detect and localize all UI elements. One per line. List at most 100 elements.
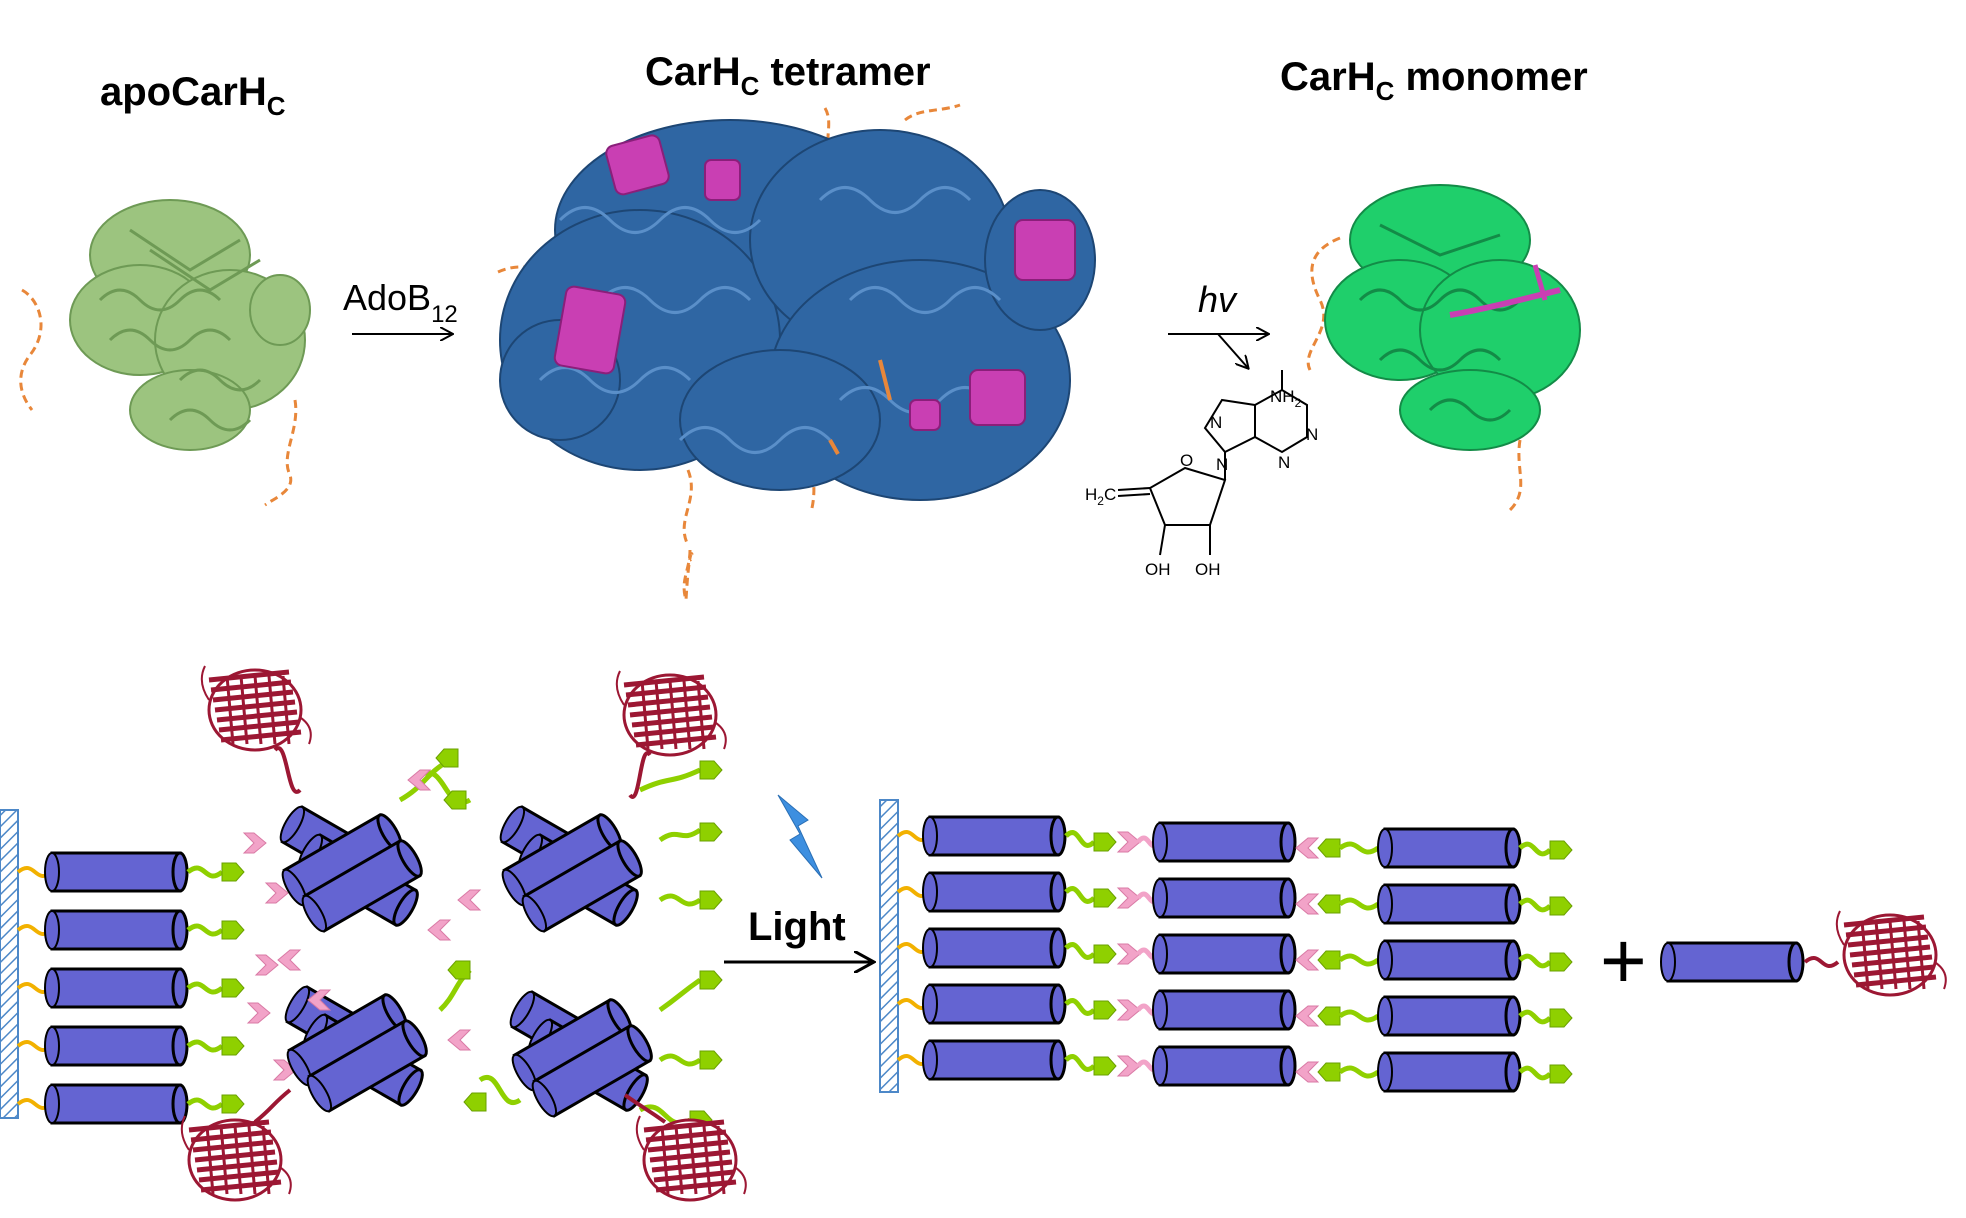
green-tag (1549, 1008, 1573, 1028)
released-middle-cylinder (1152, 877, 1297, 919)
released-outer-cylinder (1377, 883, 1522, 925)
free-gfp (1835, 910, 1947, 997)
right-surface (879, 799, 899, 1093)
gfp-top-left (200, 665, 312, 752)
released-middle-cylinder (1152, 821, 1297, 863)
pink-tag (272, 1059, 297, 1081)
cluster-cylinder (521, 839, 643, 933)
green-linker (658, 1053, 702, 1067)
green-tag (443, 790, 467, 810)
gfp-linker (273, 746, 302, 794)
surface-bound-cylinder (922, 1039, 1067, 1081)
green-tag (1317, 894, 1341, 914)
gfp-linker (628, 751, 652, 799)
green-tag (435, 748, 459, 768)
green-linker (186, 923, 224, 937)
surface-bound-cylinder (922, 871, 1067, 913)
tetramer-cluster-2 (499, 805, 643, 933)
gfp-bottom-left (180, 1115, 292, 1202)
green-linker (658, 893, 702, 907)
green-linker (1064, 942, 1096, 960)
released-adenosine-structure (1117, 370, 1308, 556)
surface-bound-cylinder (44, 1025, 189, 1067)
green-tag (1549, 952, 1573, 972)
gfp-linker (1803, 956, 1840, 968)
green-linker (186, 1097, 224, 1111)
free-monomer-cylinder (1660, 941, 1805, 983)
green-tag (1549, 840, 1573, 860)
pink-tag (1295, 837, 1320, 859)
pink-tag (427, 919, 452, 941)
svg-text:Light: Light (748, 905, 846, 949)
green-tag (221, 1094, 245, 1114)
pink-tag (277, 949, 302, 971)
pink-tag (1295, 1005, 1320, 1027)
apo-protein-structure (19, 199, 311, 507)
green-tag (447, 960, 471, 980)
green-linker (1518, 897, 1552, 913)
released-outer-cylinder (1377, 995, 1522, 1037)
green-linker (1338, 897, 1380, 911)
cluster-cylinder (501, 813, 623, 907)
light-release-arrow: hv (1168, 279, 1268, 368)
released-middle-cylinder (1152, 933, 1297, 975)
green-tag (1093, 832, 1117, 852)
green-linker (478, 1075, 522, 1105)
green-tag (1093, 944, 1117, 964)
green-linker (658, 977, 702, 1013)
pink-tag (1295, 1061, 1320, 1083)
gfp-linker (253, 1088, 292, 1124)
light-arrow: Light (724, 905, 872, 962)
svg-text:AdoB12: AdoB12 (343, 277, 458, 328)
pink-tag (246, 1002, 271, 1024)
green-tag (221, 978, 245, 998)
green-tag (1317, 950, 1341, 970)
svg-text:NH2: NH2 (1270, 387, 1302, 410)
green-linker (186, 1039, 224, 1053)
cluster-cylinder (306, 1019, 428, 1113)
green-tag (699, 1050, 723, 1070)
green-linker (638, 767, 702, 793)
green-linker (1518, 1065, 1552, 1081)
tetramer-structure (497, 103, 1096, 601)
green-linker (1338, 1009, 1380, 1023)
pink-tag (1116, 999, 1141, 1021)
green-linker (1518, 841, 1552, 857)
green-linker (186, 981, 224, 995)
green-tag (1549, 1064, 1573, 1084)
svg-text:OH: OH (1145, 560, 1171, 579)
green-linker (1338, 1065, 1380, 1079)
green-linker (658, 827, 702, 843)
green-tag (1317, 1062, 1341, 1082)
surface-bound-cylinder (922, 927, 1067, 969)
tetramer-title: CarHC tetramer (645, 50, 931, 101)
green-linker (1518, 953, 1552, 969)
green-tag (1093, 1056, 1117, 1076)
svg-text:O: O (1180, 451, 1193, 470)
cluster-cylinder (531, 1024, 653, 1118)
released-middle-cylinder (1152, 989, 1297, 1031)
released-outer-cylinder (1377, 939, 1522, 981)
green-tag (221, 862, 245, 882)
green-tag (699, 822, 723, 842)
monomer-structure (1306, 184, 1581, 512)
green-tag (699, 760, 723, 780)
green-linker (1064, 1054, 1096, 1072)
green-tag (221, 1036, 245, 1056)
tetramer-cluster-3 (284, 985, 428, 1113)
svg-text:N: N (1306, 425, 1318, 444)
left-surface (0, 809, 19, 1119)
green-tag (699, 890, 723, 910)
pink-tag (264, 882, 289, 904)
pink-tag (457, 889, 482, 911)
svg-text:N: N (1210, 413, 1222, 432)
pink-tag (307, 989, 332, 1011)
gfp-linker (623, 1093, 667, 1124)
svg-text:H2C: H2C (1085, 485, 1116, 508)
released-outer-cylinder (1377, 827, 1522, 869)
pink-tag (1116, 943, 1141, 965)
gfp-top-right (615, 670, 727, 757)
green-tag (1317, 838, 1341, 858)
surface-bound-cylinder (44, 909, 189, 951)
svg-text:hv: hv (1198, 279, 1238, 320)
